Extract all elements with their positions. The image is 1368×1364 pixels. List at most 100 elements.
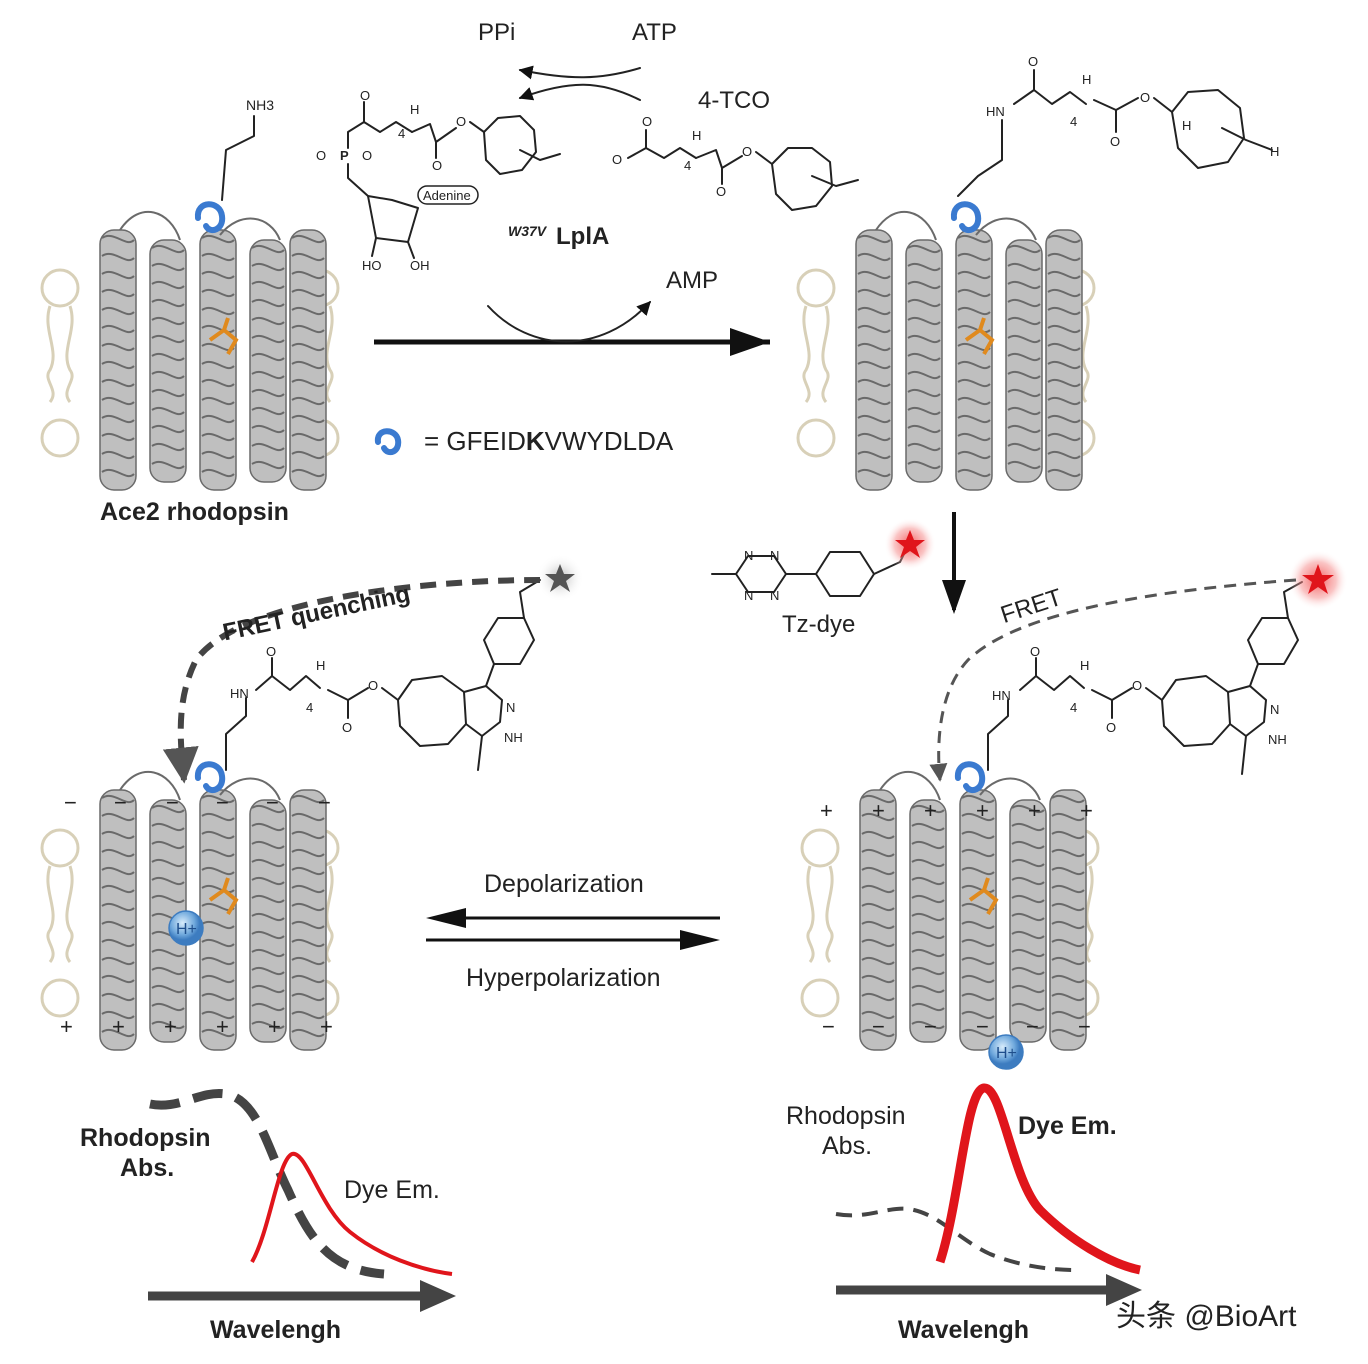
atom-o: O: [1110, 134, 1120, 149]
transmembrane-helices: [99, 789, 327, 1051]
rhodopsin-top-right: [796, 201, 1096, 491]
tag-hook-icon: [374, 428, 402, 456]
peptide-text: = GFEIDKVWYDLDA: [424, 426, 674, 456]
subscript-4: 4: [1070, 114, 1077, 129]
proton-icon: H+: [988, 1034, 1024, 1070]
enzyme-superscript: W37V: [508, 223, 548, 239]
charges-left-bottom: ++++++: [60, 1014, 333, 1039]
svg-text:H+: H+: [176, 921, 197, 938]
atom-oh: OH: [410, 258, 430, 273]
atom-n: N: [744, 548, 753, 563]
retinal-chromophore: [968, 877, 999, 915]
spectrum-right: Rhodopsin Abs. Dye Em. Wavelengh: [786, 1083, 1142, 1344]
retinal-chromophore: [208, 317, 239, 355]
atom-o: O: [342, 720, 352, 735]
atom-n: N: [770, 588, 779, 603]
svg-text:+: +: [216, 1014, 229, 1039]
retinal-chromophore: [208, 877, 239, 915]
atom-h: H: [1080, 658, 1089, 673]
svg-text:+: +: [872, 798, 885, 823]
svg-text:−: −: [872, 1014, 885, 1039]
rhodopsin-top-left: [40, 201, 340, 491]
quenched-dye-star-icon: [545, 564, 575, 592]
svg-text:+: +: [976, 798, 989, 823]
svg-text:−: −: [1026, 1014, 1039, 1039]
svg-text:+: +: [1080, 798, 1093, 823]
membrane-charges: −−−−−−++++++++++++−−−−−−: [60, 790, 1093, 1039]
polarization-equilibrium: Depolarization Hyperpolarization: [426, 870, 720, 992]
rhodopsin-abs-right-1: Rhodopsin: [786, 1102, 906, 1130]
atom-n: N: [770, 548, 779, 563]
svg-text:−: −: [924, 1014, 937, 1039]
hyperpolarization-label: Hyperpolarization: [466, 964, 661, 992]
svg-text:+: +: [320, 1014, 333, 1039]
atom-o: O: [362, 148, 372, 163]
rhodopsin-abs-right-2: Abs.: [822, 1132, 872, 1160]
atom-o: O: [432, 158, 442, 173]
atom-o: O: [316, 148, 326, 163]
svg-text:+: +: [60, 1014, 73, 1039]
charges-right-top: ++++++: [820, 798, 1093, 823]
atom-nh3: NH3: [246, 97, 274, 113]
rhodopsin-bottom-right: H+: [800, 761, 1100, 1070]
linker-bottom-right: HN O 4 H O O N NH: [987, 550, 1348, 775]
atom-o: O: [612, 152, 622, 167]
svg-text:+: +: [820, 798, 833, 823]
atom-o: O: [642, 114, 652, 129]
fret-label: FRET: [997, 584, 1065, 629]
subscript-4: 4: [1070, 700, 1077, 715]
retinal-chromophore: [964, 317, 995, 355]
svg-text:−: −: [1078, 1014, 1091, 1039]
atom-o: O: [360, 88, 370, 103]
charges-right-bottom: −−−−−−: [822, 1014, 1091, 1039]
atom-h: H: [1270, 144, 1279, 159]
atom-h: H: [692, 128, 701, 143]
svg-text:−: −: [822, 1014, 835, 1039]
svg-text:−: −: [64, 790, 77, 815]
peptide-legend: = GFEIDKVWYDLDA: [374, 426, 674, 456]
atom-hn: HN: [992, 688, 1011, 703]
atom-n: N: [1270, 702, 1279, 717]
tag-hook-icon: [195, 201, 226, 234]
atom-hn: HN: [986, 104, 1005, 119]
atp-label: ATP: [632, 19, 677, 46]
svg-text:−: −: [114, 790, 127, 815]
atom-p: P: [340, 148, 349, 163]
spectrum-left: Rhodopsin Abs. Dye Em. Wavelengh: [80, 1088, 456, 1344]
svg-text:+: +: [924, 798, 937, 823]
atom-o: O: [1132, 678, 1142, 693]
atom-nh: NH: [504, 730, 523, 745]
tag-hook-icon: [955, 761, 986, 794]
atom-o: O: [266, 644, 276, 659]
linker-top-right: HN O 4 H O O H H: [957, 54, 1279, 197]
atom-o: O: [742, 144, 752, 159]
tco-acid-structure: O O 4 H O O: [612, 114, 859, 211]
proteins-layer: H+H+NH3: [40, 97, 1100, 1070]
adenine-label: Adenine: [423, 188, 471, 203]
top-reaction: PPi ATP 4-TCO W37V LplA AMP O P O O 4 H …: [316, 19, 859, 356]
atom-o: O: [368, 678, 378, 693]
tz-dye-structure: N N N N Tz-dye: [711, 518, 936, 638]
transmembrane-helices: [859, 789, 1087, 1051]
bright-dye-star-icon: [1302, 564, 1334, 594]
fret-quenching-label: FRET quenching: [220, 580, 412, 646]
atom-n: N: [744, 588, 753, 603]
tco-amp-structure: O P O O 4 H O O HO OH Adenine: [316, 88, 561, 273]
dye-em-right: Dye Em.: [1018, 1112, 1117, 1140]
em-curve-left: [250, 1151, 453, 1276]
atom-h: H: [1182, 118, 1191, 133]
atom-o: O: [716, 184, 726, 199]
subscript-4: 4: [398, 126, 405, 141]
ppi-label: PPi: [478, 19, 515, 46]
subscript-4: 4: [306, 700, 313, 715]
svg-text:H+: H+: [996, 1045, 1017, 1062]
dye-em-left: Dye Em.: [344, 1176, 440, 1204]
abs-curve-right: [835, 1206, 1077, 1272]
svg-text:−: −: [266, 790, 279, 815]
svg-text:+: +: [112, 1014, 125, 1039]
ace2-label: Ace2 rhodopsin: [100, 498, 289, 526]
rhodopsin-abs-left-1: Rhodopsin: [80, 1124, 211, 1152]
rhodopsin-abs-left-2: Abs.: [120, 1154, 174, 1182]
atom-h: H: [1082, 72, 1091, 87]
